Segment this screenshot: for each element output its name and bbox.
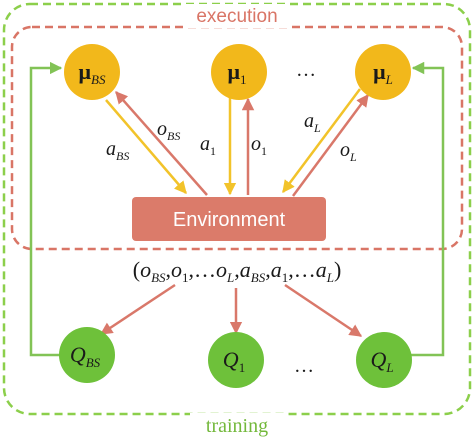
edge-label-a-bs: aBS [106, 138, 129, 163]
svg-text:μL: μL [373, 59, 393, 87]
edge-label-o-l: oL [340, 139, 357, 164]
obs-bs-arrow [115, 91, 208, 196]
critic-bs-node: QBS [59, 327, 115, 383]
actor-ellipsis: … [296, 59, 316, 81]
tuple-to-critic-l-arrow [284, 283, 363, 338]
environment-box: Environment [132, 197, 326, 241]
critic-l-to-actor-l-arrow [410, 61, 445, 357]
edge-label-a-1: a1 [200, 133, 216, 158]
critic-ellipsis: … [294, 355, 314, 377]
tuple-to-critic-bs-arrow [99, 283, 176, 336]
svg-text:QBS: QBS [70, 342, 101, 370]
edge-label-a-l: aL [304, 110, 321, 135]
action-l-arrow [281, 88, 362, 194]
edge-label-o-1: o1 [251, 133, 267, 158]
svg-text:QL: QL [370, 347, 393, 375]
critic-bs-to-actor-bs-arrow [29, 61, 63, 357]
experience-tuple: (oBS,o1,…oL,aBS,a1,…aL) [133, 257, 342, 285]
svg-text:μBS: μBS [79, 59, 106, 87]
action-bs-arrow [105, 99, 187, 194]
svg-text:μ1: μ1 [228, 59, 247, 87]
obs-l-arrow [291, 93, 370, 197]
execution-label: execution [196, 6, 277, 27]
critic-1-node: Q1 [208, 332, 264, 388]
svg-text:Q1: Q1 [223, 347, 245, 375]
critic-l-node: QL [356, 332, 412, 388]
actor-l-node: μL [355, 44, 411, 100]
execution-border [10, 25, 464, 251]
edge-label-o-bs: oBS [157, 118, 180, 143]
environment-label: Environment [173, 209, 286, 231]
training-label: training [206, 415, 268, 437]
actor-1-node: μ1 [211, 44, 267, 100]
actor-bs-node: μBS [64, 44, 120, 100]
